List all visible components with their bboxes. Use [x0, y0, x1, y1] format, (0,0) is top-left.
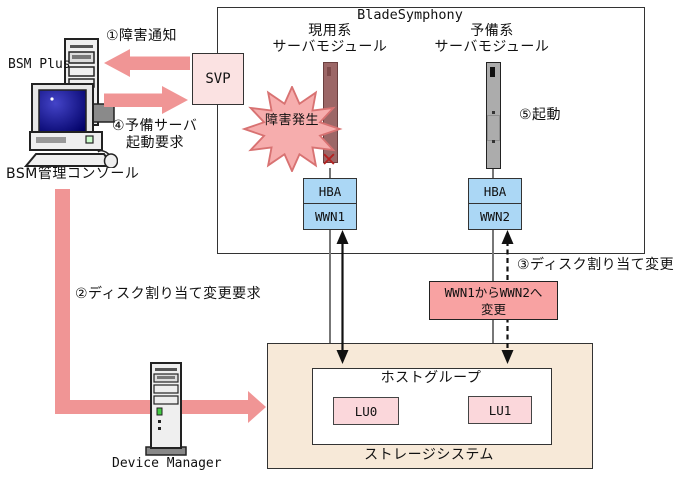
active-hba-label: HBA	[304, 179, 356, 204]
active-wwn-label: WWN1	[314, 209, 346, 224]
standby-module-label: 予備系 サーバモジュール	[417, 23, 567, 55]
active-blade-mark	[327, 67, 331, 76]
bladesymphony-title: BladeSymphony	[357, 7, 463, 23]
device-manager-label: Device Manager	[112, 456, 222, 471]
standby-hba-label: HBA	[469, 179, 521, 204]
failure-burst-label: 障害発生	[264, 113, 319, 128]
wwn-change-line1: WWN1からWWN2へ	[444, 284, 543, 300]
disk-change-request-arrowhead	[248, 391, 266, 423]
active-hba-box: HBA WWN1	[303, 178, 357, 230]
standby-blade-slot	[490, 67, 495, 77]
step2-label: ②ディスク割り当て変更要求	[75, 286, 262, 302]
bsm-console-label: BSM管理コンソール	[6, 166, 140, 182]
standby-blade-led2	[492, 140, 495, 143]
wwn1-storage-line	[329, 228, 331, 343]
step1-label: ①障害通知	[106, 28, 178, 44]
failure-notice-arrow	[104, 49, 190, 77]
standby-module-label-line1: 予備系	[470, 23, 514, 39]
device-manager-server-icon	[145, 362, 187, 456]
standby-blade-panel	[487, 115, 500, 141]
svp-label: SVP	[205, 71, 231, 87]
storage-system-label: ストレージシステム	[364, 447, 494, 463]
standby-wwn-label: WWN2	[479, 209, 511, 224]
svp-box: SVP	[192, 53, 244, 105]
lu0-box: LU0	[333, 397, 399, 425]
disk-change-request-arrow-vertical	[55, 189, 70, 402]
active-module-label-line2: サーバモジュール	[272, 39, 388, 55]
step5-label: ⑤起動	[519, 107, 562, 123]
wwn-change-line2: 変更	[480, 301, 506, 317]
bsm-plus-computer-icon	[23, 38, 118, 168]
host-group-label: ホストグループ	[380, 370, 482, 386]
wwn-change-callout: WWN1からWWN2へ 変更	[429, 281, 558, 320]
lu1-box: LU1	[468, 396, 532, 424]
step3-label: ③ディスク割り当て変更	[517, 257, 675, 273]
active-module-label: 現用系 サーバモジュール	[255, 23, 405, 55]
bsm-plus-label: BSM Plus	[8, 57, 71, 72]
failure-burst-icon	[241, 86, 343, 172]
standby-module-label-line2: サーバモジュール	[434, 39, 550, 55]
active-module-label-line1: 現用系	[308, 23, 352, 39]
step4-label-line2: 起動要求	[126, 135, 184, 151]
standby-blade-hba-connector	[492, 167, 494, 178]
wwn1-lu-path-arrow	[336, 230, 349, 364]
active-blade-hba-connector	[329, 168, 331, 178]
standby-blade-icon	[486, 62, 501, 169]
failure-x-icon: ✕	[321, 149, 337, 171]
step4-label-line1: ④予備サーバ	[112, 118, 198, 134]
standby-hba-box: HBA WWN2	[468, 178, 522, 230]
standby-start-request-arrow	[104, 86, 188, 114]
standby-blade-led1	[492, 111, 495, 114]
